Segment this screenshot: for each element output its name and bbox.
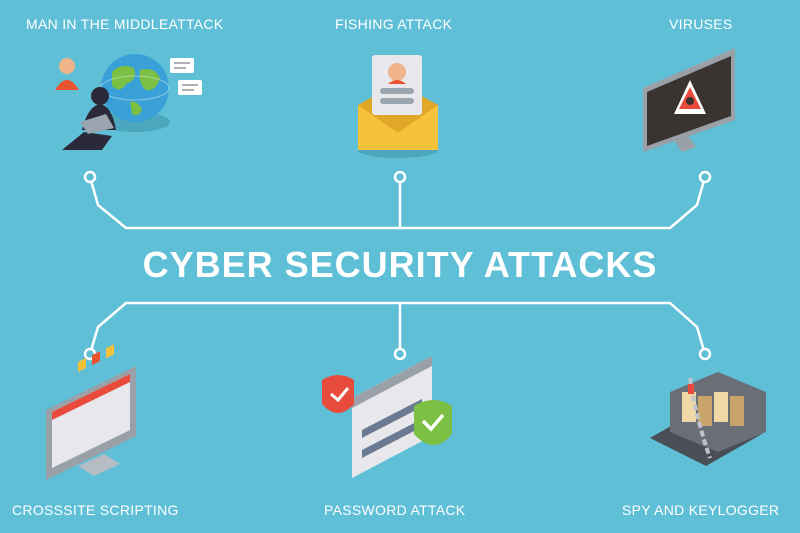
- virus-monitor-icon: [643, 48, 735, 152]
- chained-laptop-icon: [650, 372, 766, 466]
- fishing-label: FISHING ATTACK: [335, 16, 453, 32]
- password-window-shield-icon: [322, 356, 452, 478]
- connector-nodes: [83, 170, 712, 361]
- viruses-label: VIRUSES: [669, 16, 733, 32]
- phishing-envelope-icon: [358, 55, 438, 158]
- xss-label: CROSSSITE SCRIPTING: [12, 502, 179, 518]
- spy-label: SPY AND KEYLOGGER: [622, 502, 780, 518]
- connector-lines: [88, 175, 707, 356]
- website-monitor-icon: [46, 344, 136, 480]
- password-label: PASSWORD ATTACK: [324, 502, 466, 518]
- hacker-globe-icon: [55, 54, 202, 150]
- mitm-label: MAN IN THE MIDDLEATTACK: [26, 16, 224, 32]
- page-title: CYBER SECURITY ATTACKS: [142, 244, 658, 285]
